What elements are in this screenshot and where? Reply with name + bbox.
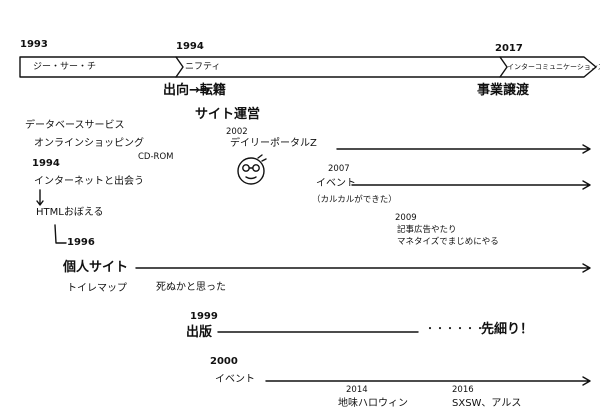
events-2007-note: （カルカルができた） — [312, 195, 397, 205]
ads-2009-line2: マネタイズでまじめにやる — [397, 237, 499, 247]
note-thought-die: 死ぬかと思った — [156, 282, 226, 293]
site-ops-label: サイト運営 — [195, 107, 261, 122]
daily-portal-arrow — [336, 144, 591, 154]
header-divider-1994 — [175, 56, 184, 78]
year-1996: 1996 — [67, 237, 95, 248]
note-internet: インターネットと出会う — [34, 176, 144, 187]
publishing-label: 出版 — [186, 325, 213, 340]
note-database: データベースサービス — [25, 120, 125, 131]
transfer-arrow — [198, 86, 210, 94]
label-2014: 地味ハロウィン — [338, 398, 408, 409]
personal-site-arrow — [135, 263, 591, 273]
note-online-shopping: オンラインショッピング — [34, 138, 144, 149]
label-2016: SXSW、アルス — [452, 398, 522, 409]
segment-nifty: ニフティ — [185, 62, 221, 72]
note-toilet-map: トイレマップ — [67, 283, 127, 294]
events-2000-label: イベント — [215, 374, 255, 385]
event-transfer: 出向→転籍 — [163, 83, 226, 98]
note-cdrom: CD-ROM — [138, 152, 174, 162]
events-2000-arrow — [265, 376, 591, 386]
event-business-transfer: 事業譲渡 — [477, 83, 530, 98]
year-2007: 2007 — [328, 164, 350, 174]
year-2002: 2002 — [226, 127, 248, 137]
segment-gsearch: ジー・サー・チ — [33, 62, 97, 72]
publishing-ellipsis: ・・・・・・・ — [425, 324, 495, 335]
events-2007-label: イベント — [316, 178, 356, 189]
flow-line-1 — [36, 189, 44, 206]
publishing-tail: 先細り！ — [481, 322, 534, 337]
flow-line-2 — [54, 224, 67, 244]
year-2016: 2016 — [452, 385, 474, 395]
ads-2009-line1: 記事広告やたり — [397, 225, 457, 235]
year-1999: 1999 — [190, 311, 218, 322]
year-2000: 2000 — [210, 356, 238, 367]
doodle-face-icon — [237, 154, 267, 185]
year-1994: 1994 — [176, 41, 204, 52]
daily-portal-label: デイリーポータルZ — [230, 138, 317, 149]
year-1994-left: 1994 — [32, 158, 60, 169]
year-2017: 2017 — [495, 43, 523, 54]
segment-intercommunications: インターコミュニケーションズ — [507, 63, 600, 71]
header-band-outline — [19, 56, 597, 78]
year-1993: 1993 — [20, 39, 48, 50]
header-divider-2017 — [499, 56, 508, 78]
year-2014: 2014 — [346, 385, 368, 395]
note-html: HTMLおぼえる — [36, 207, 104, 218]
year-2009: 2009 — [395, 213, 417, 223]
events-2007-arrow — [351, 180, 591, 190]
note-personal-site: 個人サイト — [63, 260, 129, 275]
